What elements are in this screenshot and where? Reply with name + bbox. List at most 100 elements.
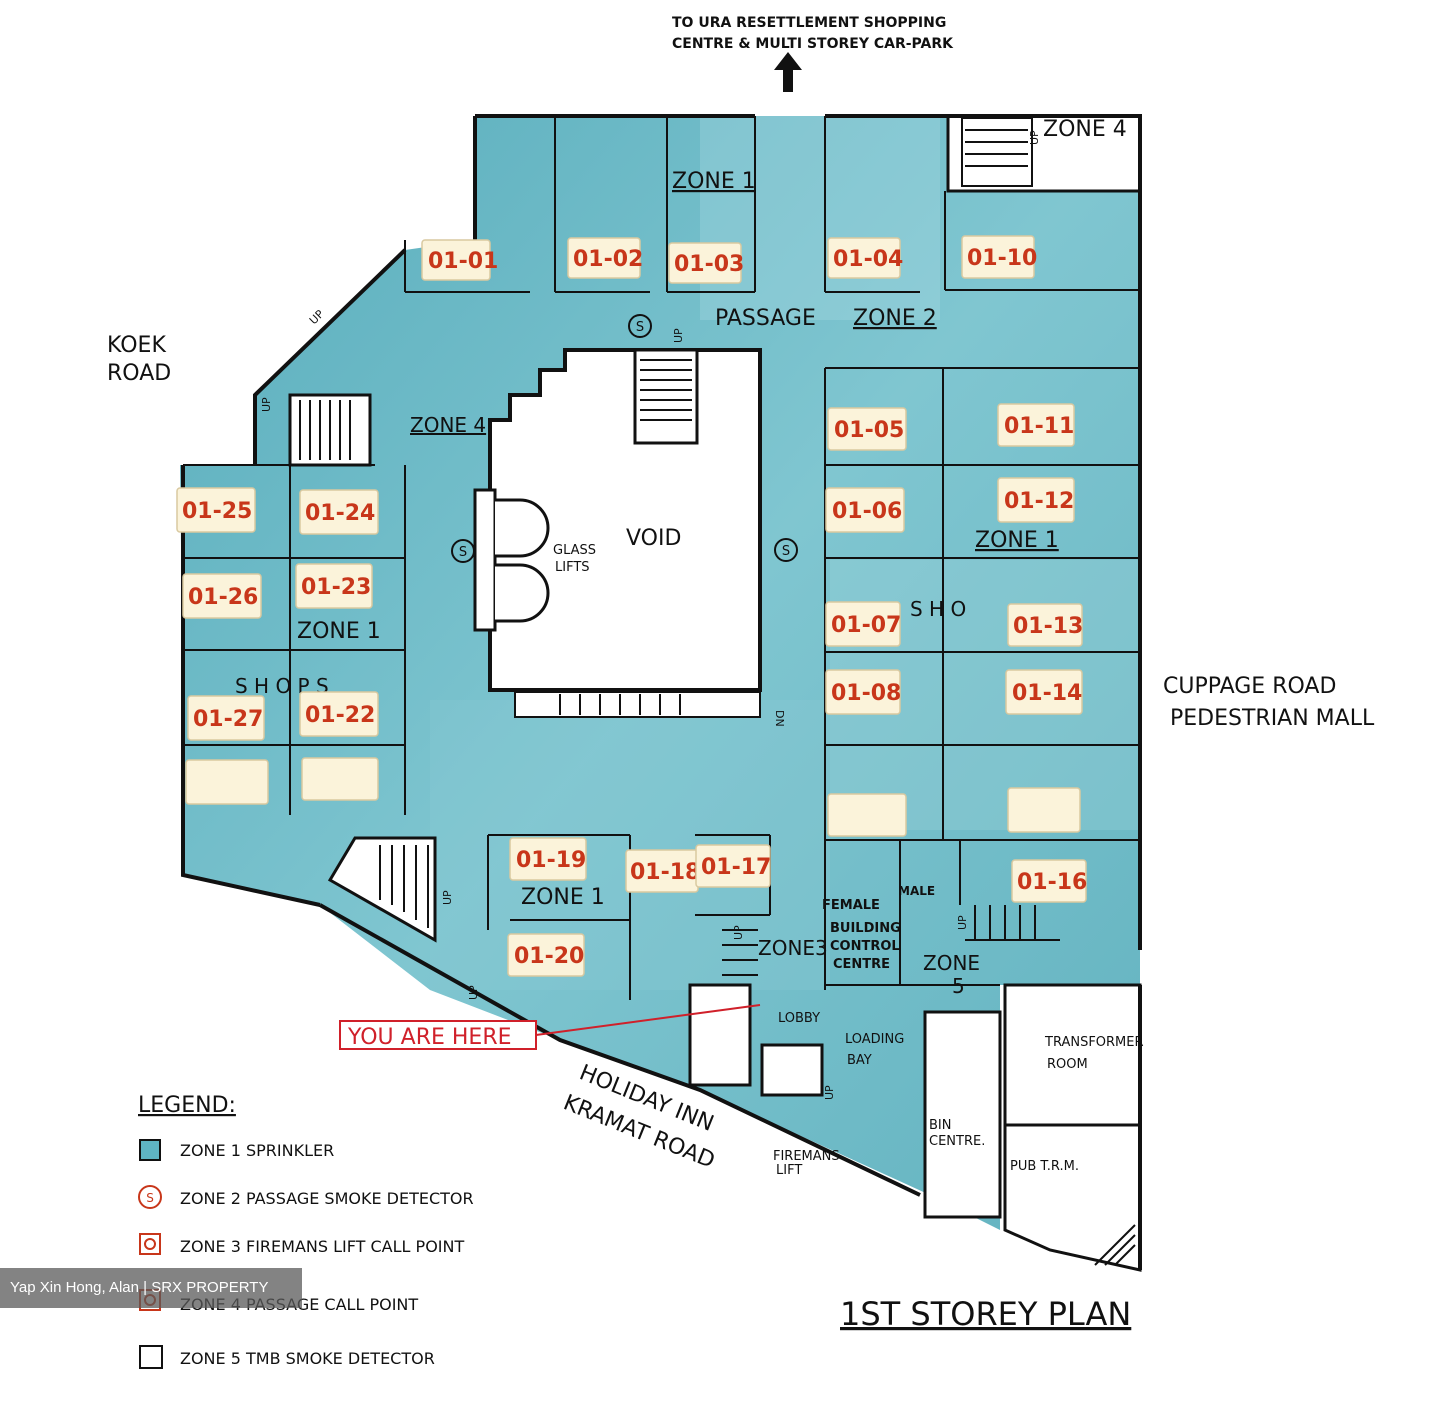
svg-text:01-17: 01-17 — [701, 855, 771, 880]
unit-01-17: 01-17 — [695, 844, 771, 888]
zone-4-label-left: ZONE 4 — [410, 413, 486, 437]
unit-01-22: 01-22 — [299, 691, 379, 737]
up-marker: UP — [1028, 130, 1041, 145]
you-are-here-marker: YOU ARE HERE — [339, 1004, 761, 1050]
svg-text:S: S — [146, 1191, 154, 1205]
staircase-bottom-left — [327, 836, 437, 943]
female-toilet-label: FEMALE — [822, 898, 880, 913]
unit-01-07: 01-07 — [825, 601, 901, 647]
smoke-detector-icon: S — [451, 539, 475, 563]
unit-01-24: 01-24 — [299, 489, 379, 535]
unit-01-01: 01-01 — [421, 239, 498, 281]
svg-text:01-14: 01-14 — [1012, 681, 1082, 706]
legend-item-2: ZONE 2 PASSAGE SMOKE DETECTOR — [180, 1189, 474, 1208]
zone-5-label: ZONE — [923, 951, 980, 975]
loading-bay-label-1: LOADING — [845, 1032, 904, 1047]
svg-text:S: S — [636, 320, 644, 335]
svg-text:01-26: 01-26 — [188, 585, 258, 610]
svg-text:S: S — [459, 545, 467, 560]
legend-title: LEGEND: — [138, 1093, 236, 1118]
svg-text:01-06: 01-06 — [832, 499, 902, 524]
void-label: VOID — [626, 526, 681, 551]
smoke-detector-legend-icon: S — [138, 1185, 162, 1209]
transformer-room-label-2: ROOM — [1047, 1057, 1088, 1072]
bcc-label-2: CONTROL — [830, 939, 900, 954]
up-marker: UP — [823, 1085, 836, 1100]
staircase-top-right — [961, 117, 1033, 187]
north-arrow-icon — [774, 52, 802, 92]
svg-text:01-13: 01-13 — [1013, 614, 1083, 639]
svg-text:01-03: 01-03 — [674, 252, 744, 277]
dn-marker: DN — [773, 710, 786, 727]
unit-01-27: 01-27 — [187, 695, 265, 741]
svg-text:01-05: 01-05 — [834, 418, 904, 443]
svg-text:S: S — [782, 544, 790, 559]
glass-lifts-label: GLASS — [553, 543, 596, 558]
lobby-label: LOBBY — [778, 1011, 820, 1026]
unit-01-19: 01-19 — [509, 837, 587, 881]
up-marker: UP — [441, 890, 454, 905]
zone-4-label-top: ZONE 4 — [1043, 117, 1127, 142]
unit-01-26: 01-26 — [182, 573, 262, 619]
unit-01-11: 01-11 — [997, 403, 1075, 447]
svg-text:01-24: 01-24 — [305, 501, 375, 526]
staircase-top-center — [633, 348, 699, 445]
koek-road-label-2: ROAD — [107, 361, 171, 386]
unit-card-smudged — [301, 757, 379, 801]
up-marker: UP — [467, 985, 480, 1000]
svg-text:01-02: 01-02 — [573, 247, 643, 272]
unit-card-smudged — [1007, 787, 1081, 833]
direction-text-line2: CENTRE & MULTI STOREY CAR-PARK — [672, 36, 954, 52]
svg-text:01-12: 01-12 — [1004, 489, 1074, 514]
glass-lifts-icon — [473, 488, 550, 632]
svg-text:01-04: 01-04 — [833, 247, 903, 272]
zone-5-number: 5 — [952, 974, 965, 998]
koek-road-label-1: KOEK — [107, 333, 166, 358]
loading-bay-label-2: BAY — [847, 1053, 872, 1068]
male-toilet-label: MALE — [898, 884, 935, 898]
up-marker: UP — [672, 328, 685, 343]
svg-text:YOU ARE HERE: YOU ARE HERE — [347, 1025, 512, 1050]
passage-label: PASSAGE — [715, 306, 816, 331]
unit-01-16: 01-16 — [1011, 859, 1087, 903]
firemans-lift-call-point-icon — [139, 1233, 161, 1255]
svg-text:01-16: 01-16 — [1017, 870, 1087, 895]
svg-text:01-20: 01-20 — [514, 944, 584, 969]
svg-text:01-01: 01-01 — [428, 249, 498, 274]
bin-centre-label-2: CENTRE. — [929, 1134, 985, 1149]
unit-01-23: 01-23 — [295, 563, 373, 609]
svg-text:01-22: 01-22 — [305, 703, 375, 728]
bcc-label-3: CENTRE — [833, 957, 890, 972]
svg-text:01-08: 01-08 — [831, 681, 901, 706]
svg-text:01-11: 01-11 — [1004, 414, 1074, 439]
staircase-bottom-right-corner — [1094, 1224, 1136, 1266]
svg-text:01-10: 01-10 — [967, 246, 1037, 271]
unit-01-12: 01-12 — [997, 477, 1075, 523]
firemans-lift-label-1: FIREMANS — [773, 1149, 840, 1164]
svg-text:01-18: 01-18 — [630, 860, 700, 885]
sprinkler-swatch-icon — [139, 1139, 161, 1161]
unit-01-14: 01-14 — [1005, 669, 1083, 715]
glass-lifts-label-2: LIFTS — [555, 560, 590, 575]
zone-1-label-left: ZONE 1 — [297, 619, 381, 644]
up-marker: UP — [307, 307, 327, 327]
unit-01-04: 01-04 — [827, 237, 903, 279]
svg-text:01-23: 01-23 — [301, 575, 371, 600]
up-marker: UP — [260, 397, 273, 412]
zone-3-label: ZONE3 — [758, 936, 828, 960]
staircase-right-bottom — [965, 905, 1060, 941]
shops-right-label: S H O — [910, 597, 966, 621]
unit-01-10: 01-10 — [961, 235, 1037, 279]
smoke-detector-icon: S — [628, 314, 652, 338]
staircase-left — [288, 393, 372, 467]
svg-text:01-27: 01-27 — [193, 707, 263, 732]
legend-item-1: ZONE 1 SPRINKLER — [180, 1141, 334, 1160]
cuppage-road-label-1: CUPPAGE ROAD — [1163, 674, 1336, 699]
up-marker: UP — [956, 915, 969, 930]
smoke-detector-icon: S — [774, 538, 798, 562]
unit-card-smudged — [185, 759, 269, 805]
unit-01-25: 01-25 — [176, 487, 256, 533]
legend: LEGEND: ZONE 1 SPRINKLER S ZONE 2 PASSAG… — [138, 1093, 474, 1369]
zone-1-label-bottom: ZONE 1 — [521, 885, 605, 910]
